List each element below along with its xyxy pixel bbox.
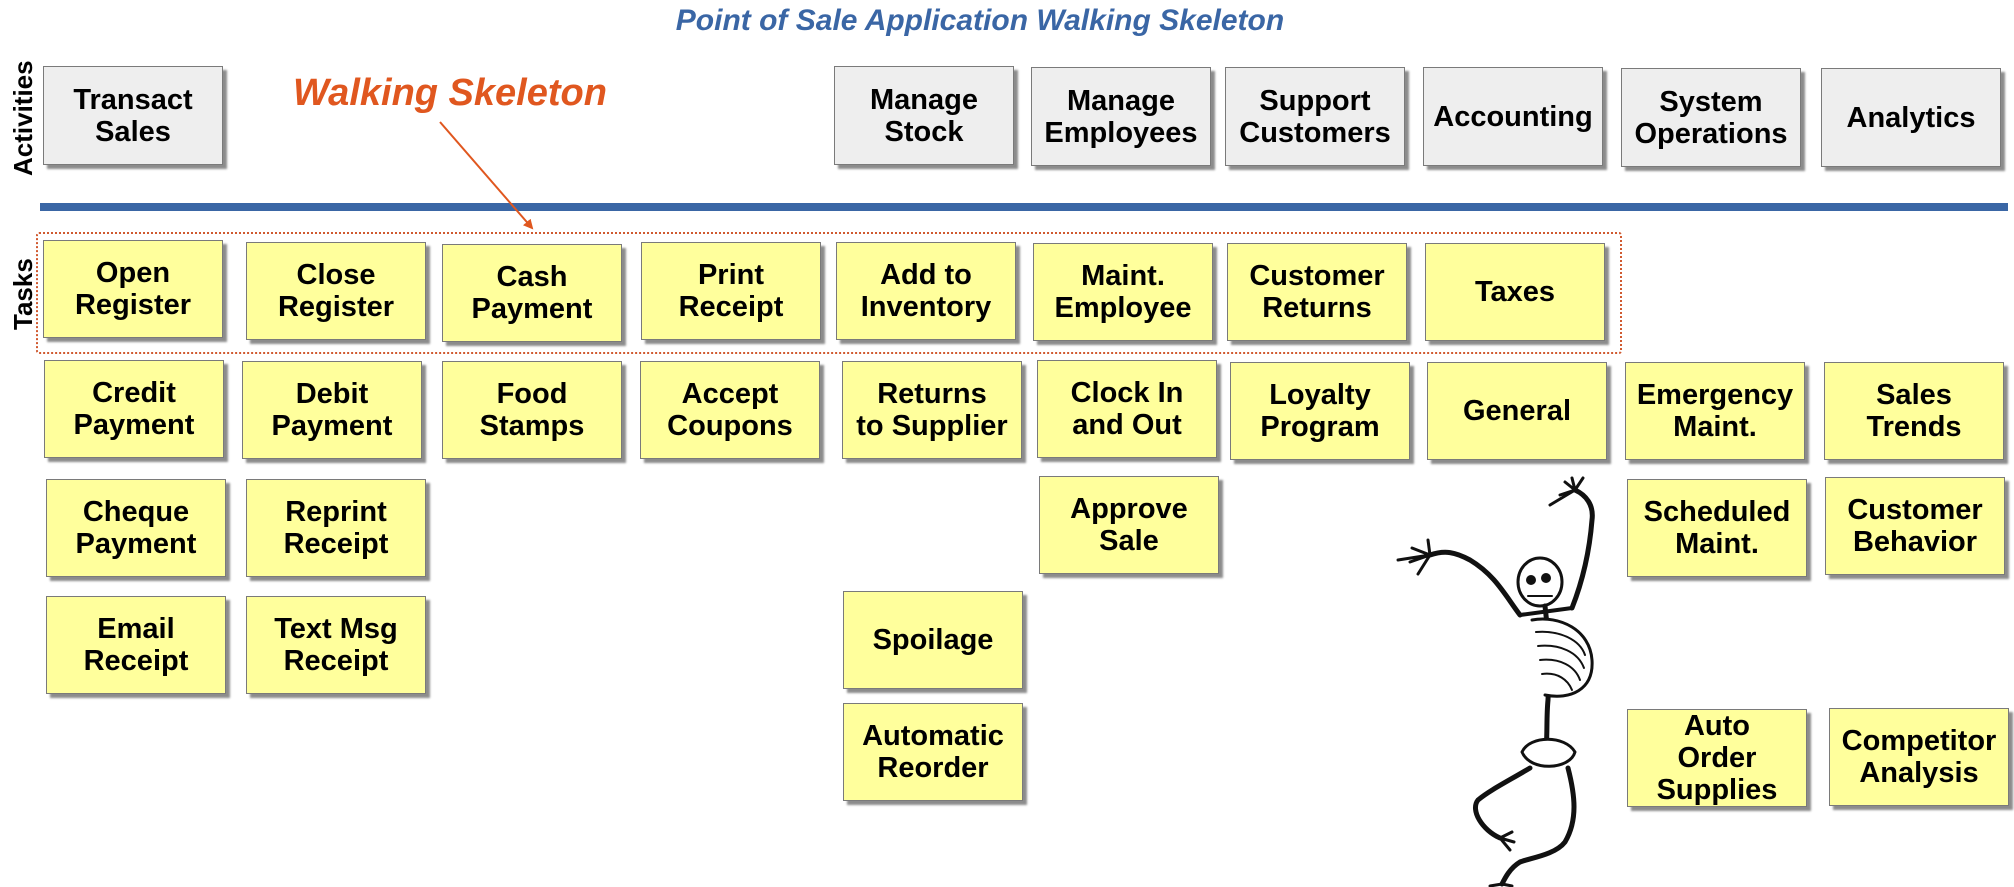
- task-add-to-inventory: Add to Inventory: [836, 242, 1016, 340]
- diagram-title: Point of Sale Application Walking Skelet…: [675, 4, 1285, 37]
- task-open-register: Open Register: [43, 240, 223, 338]
- activity-transact-sales: Transact Sales: [43, 66, 223, 165]
- task-debit-payment: Debit Payment: [242, 361, 422, 459]
- walking-skeleton-callout: Walking Skeleton: [293, 72, 607, 114]
- task-email-receipt: Email Receipt: [46, 596, 226, 694]
- task-reprint-receipt: Reprint Receipt: [246, 479, 426, 577]
- task-auto-order-supplies: Auto Order Supplies: [1627, 709, 1807, 807]
- task-maint-employee: Maint. Employee: [1033, 243, 1213, 341]
- task-approve-sale: Approve Sale: [1039, 476, 1219, 574]
- task-credit-payment: Credit Payment: [44, 360, 224, 458]
- task-competitor-analysis: Competitor Analysis: [1829, 708, 2009, 806]
- activity-accounting: Accounting: [1423, 67, 1603, 166]
- task-sales-trends: Sales Trends: [1824, 362, 2004, 460]
- task-print-receipt: Print Receipt: [641, 242, 821, 340]
- activity-manage-stock: Manage Stock: [834, 66, 1014, 165]
- activities-divider: [40, 203, 2008, 211]
- task-food-stamps: Food Stamps: [442, 361, 622, 459]
- task-accept-coupons: Accept Coupons: [640, 361, 820, 459]
- task-general: General: [1427, 362, 1607, 460]
- task-emergency-maint: Emergency Maint.: [1625, 362, 1805, 460]
- task-scheduled-maint: Scheduled Maint.: [1627, 479, 1807, 577]
- task-clock-in-and-out: Clock In and Out: [1037, 360, 1217, 458]
- task-customer-returns: Customer Returns: [1227, 243, 1407, 341]
- activity-manage-employees: Manage Employees: [1031, 67, 1211, 166]
- task-returns-to-supplier: Returns to Supplier: [842, 361, 1022, 459]
- task-taxes: Taxes: [1425, 243, 1605, 341]
- task-spoilage: Spoilage: [843, 591, 1023, 689]
- task-text-msg-receipt: Text Msg Receipt: [246, 596, 426, 694]
- activity-system-operations: System Operations: [1621, 68, 1801, 167]
- task-automatic-reorder: Automatic Reorder: [843, 703, 1023, 801]
- activity-analytics: Analytics: [1821, 68, 2001, 167]
- activity-support-customers: Support Customers: [1225, 67, 1405, 166]
- task-cheque-payment: Cheque Payment: [46, 479, 226, 577]
- task-cash-payment: Cash Payment: [442, 244, 622, 342]
- skeleton-figure: [1396, 476, 1595, 887]
- walking-skeleton-boundary: [36, 232, 1622, 354]
- task-customer-behavior: Customer Behavior: [1825, 477, 2005, 575]
- callout-arrow: [439, 121, 534, 230]
- task-close-register: Close Register: [246, 242, 426, 340]
- task-loyalty-program: Loyalty Program: [1230, 362, 1410, 460]
